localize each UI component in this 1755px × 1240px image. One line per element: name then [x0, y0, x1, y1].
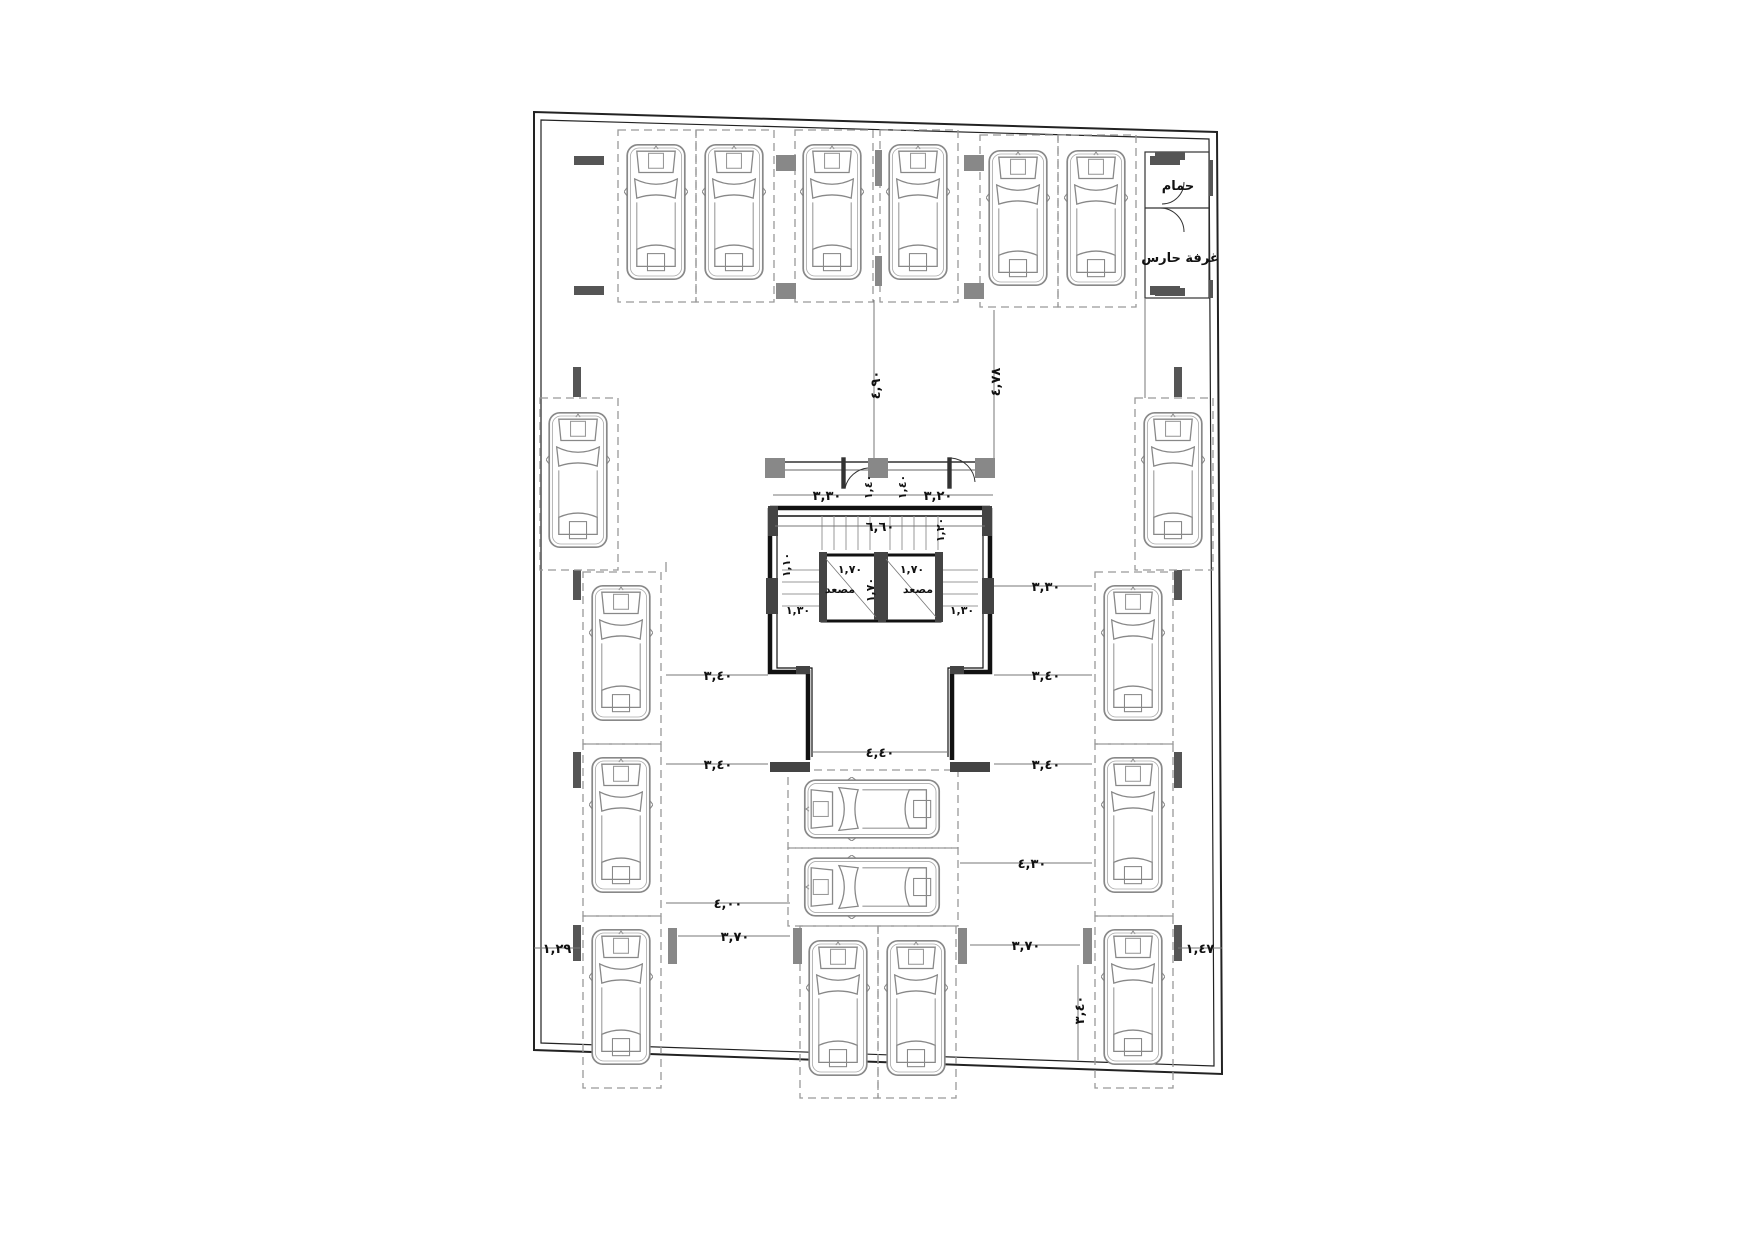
dim-edge-left: ١,٢٩	[543, 942, 572, 957]
stair-treads	[782, 516, 978, 607]
car-bottom-1	[806, 939, 870, 1077]
dim-landing-right: ١,٣٠	[950, 604, 974, 617]
car-left-3	[589, 928, 653, 1066]
car-left-2	[589, 756, 653, 894]
dim-right-row2: ٣,٤٠	[1032, 669, 1061, 684]
car-horizontal-2	[803, 855, 941, 919]
dim-lobby-mid: ١,٤٠	[862, 475, 875, 499]
dim-left-row2: ٣,٤٠	[704, 669, 733, 684]
car-right-1	[1101, 584, 1165, 722]
dimension-labels: ٤,٩٠ ٤,٧٨ ٣,٣٠ ١,٤٠ ١,٤٠ ٣,٢٠ ٦,٦٠ ١,٢٠ …	[543, 368, 1215, 1025]
dim-left-row5: ٣,٧٠	[721, 930, 750, 945]
dim-right-row1: ٣,٣٠	[1032, 580, 1061, 595]
dim-lobby-left: ٣,٣٠	[813, 489, 842, 504]
dim-stair-side-right: ١,٢٠	[934, 518, 947, 542]
dim-left-row3: ٣,٤٠	[704, 758, 733, 773]
elevator-shafts	[819, 552, 943, 623]
car-top-4	[886, 143, 950, 281]
dim-elev-right: ١,٧٠	[900, 563, 924, 576]
dim-right-row5: ٣,٧٠	[1012, 939, 1041, 954]
parking-bays	[539, 129, 1214, 1099]
dim-stair-width: ٦,٦٠	[866, 520, 895, 535]
dim-elev-mid: ١,٧٠	[864, 578, 877, 602]
elevator-left-label: مصعد	[825, 583, 855, 596]
elevator-right-label: مصعد	[903, 583, 933, 596]
car-left-1	[589, 584, 653, 722]
dim-landing-left: ١,٣٠	[786, 604, 810, 617]
stair-core	[766, 505, 994, 772]
car-horizontal-1	[803, 777, 941, 841]
guard-room-label: غرفة حارس	[1141, 251, 1219, 266]
car-left-top	[546, 411, 610, 549]
guard-room-block	[1144, 151, 1213, 299]
dim-corridor-width: ٤,٤٠	[866, 746, 895, 761]
dim-stair-side-left: ١,١٠	[780, 553, 793, 577]
dim-edge-right: ١,٤٧	[1186, 942, 1215, 957]
site-boundary	[533, 110, 1224, 1076]
dim-bottom-right-vertical: ٣,٤٠	[1073, 996, 1088, 1025]
dim-left-row4: ٤,٠٠	[714, 897, 743, 912]
car-right-top	[1141, 411, 1205, 549]
dim-lobby-right: ٣,٢٠	[924, 489, 953, 504]
dim-elev-left: ١,٧٠	[838, 563, 862, 576]
car-top-6	[1064, 149, 1128, 287]
car-right-2	[1101, 756, 1165, 894]
dim-top-gap-left: ٤,٩٠	[869, 371, 884, 400]
interior-columns	[668, 150, 1092, 964]
car-top-2	[702, 143, 766, 281]
bathroom-label: حمام	[1162, 179, 1195, 194]
car-top-1	[624, 143, 688, 281]
lobby-doors	[785, 457, 976, 489]
dim-top-gap-right: ٤,٧٨	[989, 368, 1004, 397]
car-right-3	[1101, 928, 1165, 1066]
dim-right-row4: ٤,٣٠	[1018, 857, 1047, 872]
car-top-3	[800, 143, 864, 281]
lobby-columns	[765, 458, 995, 478]
dimension-lines	[534, 298, 1222, 1060]
dim-lobby-mid2: ١,٤٠	[896, 475, 909, 499]
dim-right-row3: ٣,٤٠	[1032, 758, 1061, 773]
car-top-5	[986, 149, 1050, 287]
car-bottom-2	[884, 939, 948, 1077]
